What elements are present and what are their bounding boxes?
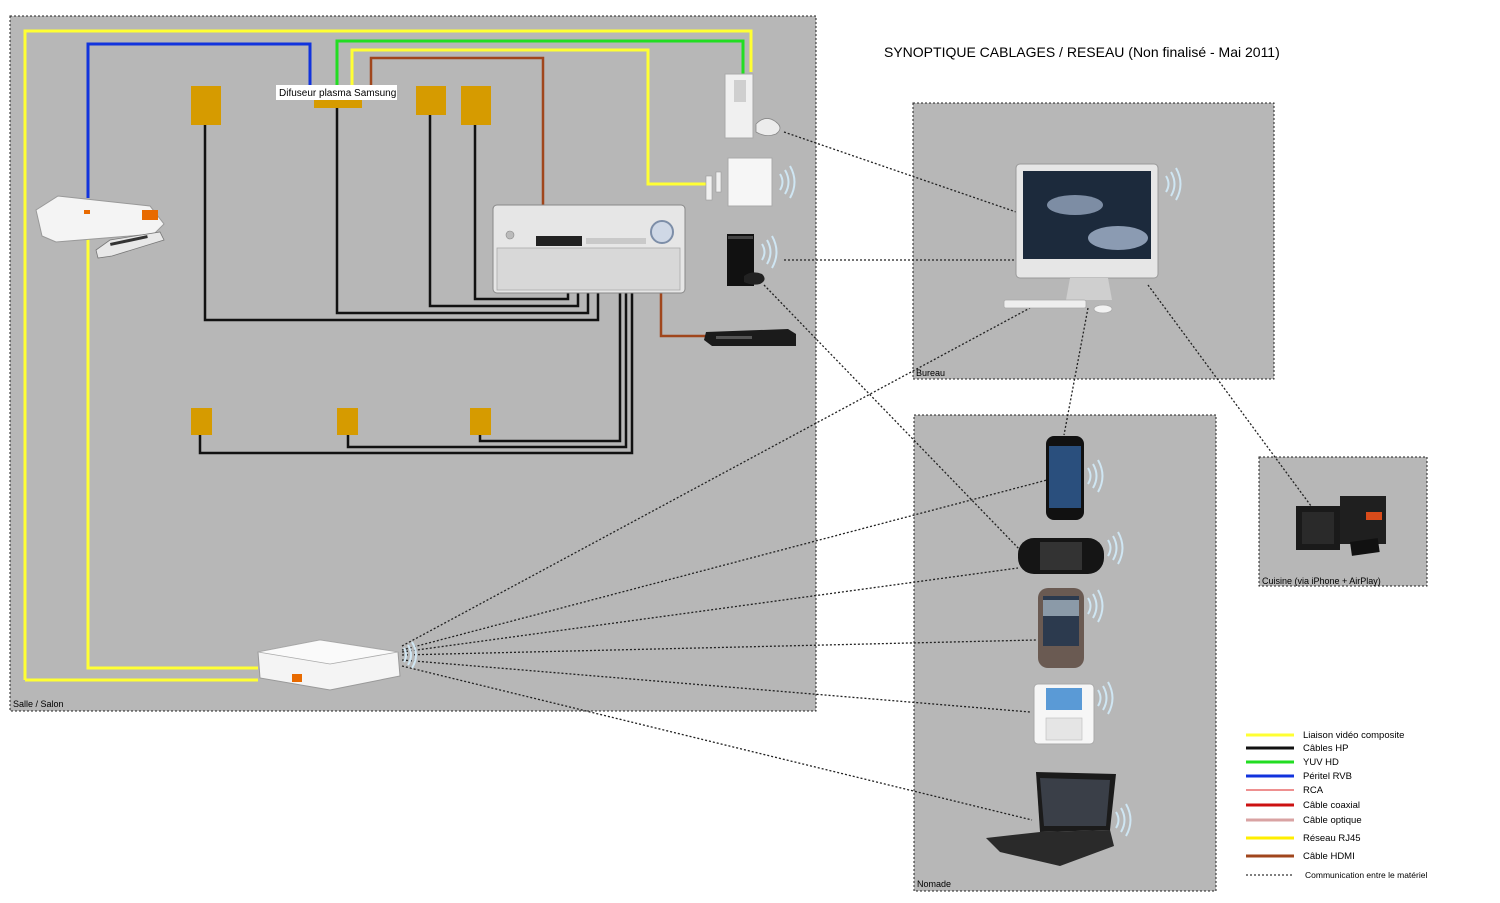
av-receiver-device bbox=[492, 204, 686, 294]
legend-label: Péritel RVB bbox=[1303, 771, 1352, 782]
cable-hdmi bbox=[369, 56, 706, 338]
legend-item: RCA bbox=[1246, 785, 1324, 796]
room-bureau-label: Bureau bbox=[916, 368, 945, 378]
cable-peritel bbox=[86, 42, 312, 198]
speaker-rear-left bbox=[191, 408, 212, 435]
cable-hp bbox=[198, 108, 634, 455]
htc-phone-device bbox=[1038, 588, 1104, 668]
legend-item: Réseau RJ45 bbox=[1246, 833, 1361, 844]
communication-links bbox=[401, 131, 1315, 821]
imac-computer-device bbox=[1003, 163, 1182, 314]
speaker-front-right-a bbox=[416, 86, 446, 115]
speaker-rear-center bbox=[337, 408, 358, 435]
bluray-player-device bbox=[704, 329, 796, 346]
iphone-device bbox=[1046, 436, 1104, 520]
legend-item: Câble HDMI bbox=[1246, 851, 1355, 862]
legend-label: Réseau RJ45 bbox=[1303, 833, 1361, 844]
legend-item: YUV HD bbox=[1246, 757, 1339, 768]
room-nomade-label: Nomade bbox=[917, 879, 951, 889]
airplay-speaker-dock-device bbox=[1296, 496, 1386, 556]
legend-label: Câble HDMI bbox=[1303, 851, 1355, 862]
legend-label: Câble coaxial bbox=[1303, 800, 1360, 811]
room-salon: Salle / Salon bbox=[9, 15, 817, 712]
cable-video-composite bbox=[23, 29, 753, 682]
speaker-front-left bbox=[191, 86, 221, 125]
speaker-rear-right bbox=[470, 408, 491, 435]
legend-label: YUV HD bbox=[1303, 757, 1339, 768]
plasma-samsung: Difuseur plasma Samsung bbox=[276, 85, 397, 100]
legend-item: Liaison vidéo composite bbox=[1246, 730, 1404, 741]
legend-label: Communication entre le matériel bbox=[1305, 870, 1427, 880]
legend-item: Péritel RVB bbox=[1246, 771, 1352, 782]
legend-label: RCA bbox=[1303, 785, 1324, 796]
room-salon-label: Salle / Salon bbox=[13, 699, 64, 709]
room-cuisine-label: Cuisine (via iPhone + AirPlay) bbox=[1262, 576, 1381, 586]
psp-device bbox=[1018, 531, 1124, 574]
legend-label: Liaison vidéo composite bbox=[1303, 730, 1404, 741]
speakers bbox=[191, 86, 491, 435]
ps3-console-device bbox=[727, 234, 778, 286]
legend-label: Câble optique bbox=[1303, 815, 1362, 826]
legend-item: Communication entre le matériel bbox=[1246, 870, 1427, 880]
tv-decoder-device bbox=[35, 195, 165, 259]
speaker-center bbox=[314, 98, 362, 108]
legend-item: Câble optique bbox=[1246, 815, 1362, 826]
cable-yuv bbox=[335, 39, 745, 104]
router-device bbox=[257, 639, 417, 691]
legend-item: Câbles HP bbox=[1246, 743, 1348, 754]
legend-item: Câble coaxial bbox=[1246, 800, 1360, 811]
nintendo-ds-device bbox=[1033, 681, 1114, 745]
legend-label: Câbles HP bbox=[1303, 743, 1348, 754]
speaker-front-right-b bbox=[461, 86, 491, 125]
xbox-console-device bbox=[724, 73, 781, 139]
laptop-device bbox=[986, 772, 1132, 866]
wii-console-device bbox=[705, 157, 796, 207]
diagram-title: SYNOPTIQUE CABLAGES / RESEAU (Non finali… bbox=[884, 44, 1280, 60]
plasma-label: Difuseur plasma Samsung bbox=[279, 88, 396, 99]
